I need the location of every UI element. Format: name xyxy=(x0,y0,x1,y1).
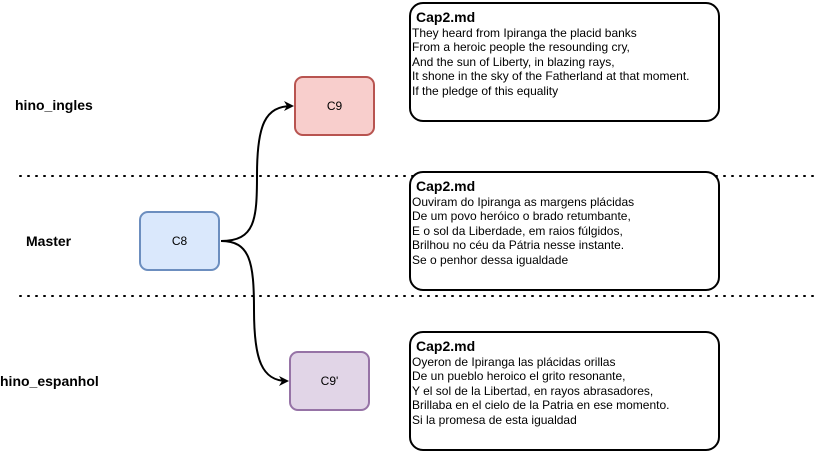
note-english: Cap2.md They heard from Ipiranga the pla… xyxy=(409,2,720,122)
edge-c8-to-c9-prime xyxy=(220,240,289,386)
note-spanish: Cap2.md Oyeron de Ipiranga las plácidas … xyxy=(409,331,720,451)
note-line: Y el sol de la Libertad, en rayos abrasa… xyxy=(412,383,654,398)
note-portuguese: Cap2.md Ouviram do Ipiranga as margens p… xyxy=(409,171,720,291)
commit-c8[interactable]: C8 xyxy=(139,211,220,271)
note-line: They heard from Ipiranga the placid bank… xyxy=(412,26,637,40)
note-line: And the sun of Liberty, in blazing rays, xyxy=(412,54,615,69)
note-lines: They heard from Ipiranga the placid bank… xyxy=(412,26,690,98)
note-line: Brillaba en el cielo de la Patria en ese… xyxy=(412,398,670,413)
note-line: Oyeron de Ipiranga las plácidas orillas xyxy=(412,355,616,369)
commit-label: C8 xyxy=(171,234,188,248)
edge-c8-to-c9 xyxy=(220,101,294,242)
note-line: E o sol da Liberdade, em raios fúlgidos, xyxy=(412,223,623,238)
note-line: It shone in the sky of the Fatherland at… xyxy=(412,69,690,84)
note-line: Se o penhor dessa igualdade xyxy=(412,252,569,267)
note-line: If the pledge of this equality xyxy=(412,83,559,98)
note-title: Cap2.md xyxy=(416,9,476,25)
note-line: From a heroic people the resounding cry, xyxy=(412,40,630,55)
note-title: Cap2.md xyxy=(416,338,476,354)
lane-label-hino-espanhol: hino_espanhol xyxy=(0,373,99,389)
note-line: De un pueblo heroico el grito resonante, xyxy=(412,369,626,384)
lane-label-master: Master xyxy=(26,233,72,249)
note-line: Brilhou no céu da Pátria nesse instante. xyxy=(412,238,625,253)
note-line: Ouviram do Ipiranga as margens plácidas xyxy=(412,195,635,209)
note-title: Cap2.md xyxy=(416,178,476,194)
note-line: De um povo heróico o brado retumbante, xyxy=(412,209,631,224)
note-line: Si la promesa de esta igualdad xyxy=(412,412,577,427)
lane-label-hino-ingles: hino_ingles xyxy=(15,97,93,113)
commit-c9[interactable]: C9 xyxy=(294,76,375,136)
commit-label: C9 xyxy=(326,99,343,113)
commit-c9-prime[interactable]: C9' xyxy=(289,351,370,411)
commit-label: C9' xyxy=(320,374,339,388)
